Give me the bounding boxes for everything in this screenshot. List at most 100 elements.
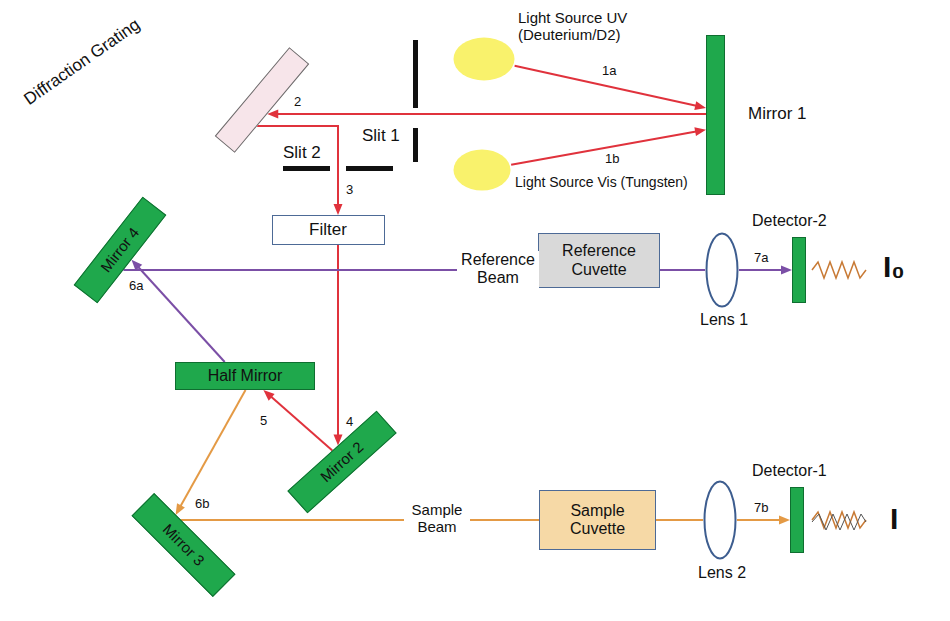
light-beam — [739, 266, 792, 275]
light-beam — [176, 390, 246, 515]
beam-label: 3 — [344, 183, 355, 198]
arrowhead — [263, 390, 274, 401]
arrowhead — [779, 516, 790, 525]
component-label: Lens 2 — [698, 564, 746, 582]
arrowhead — [176, 503, 185, 515]
component-label: Detector-2 — [752, 212, 827, 230]
lens: Lens 1 — [705, 232, 739, 308]
light-beam — [257, 126, 342, 215]
sample-cuvette-shape: Sample Cuvette — [539, 490, 656, 550]
component-label: Light Source UV (Deuterium/D2) — [518, 9, 648, 44]
beam-line — [271, 397, 332, 451]
beam-label: 6a — [127, 279, 145, 294]
component-label: Mirror 1 — [748, 104, 807, 124]
beam-line — [180, 390, 245, 506]
beam-label: 7b — [752, 501, 770, 516]
beam-line — [337, 245, 339, 435]
signal-name: I — [890, 502, 898, 537]
detector-shape — [792, 237, 806, 303]
filter-box: Filter — [272, 215, 385, 245]
mirror-shape — [706, 35, 725, 195]
light-source-outline — [452, 36, 516, 82]
lens: Lens 2 — [703, 480, 737, 560]
light-beam — [131, 260, 224, 362]
beam-line — [257, 126, 338, 205]
component-label: Light Source Vis (Tungsten) — [515, 174, 688, 190]
lens-ellipse — [705, 482, 736, 559]
slit-bar — [413, 128, 418, 162]
beam-label: Reference Beam — [457, 251, 539, 288]
component-label: Diffraction Grating — [20, 15, 143, 109]
lens-ellipse — [707, 234, 738, 307]
mirror: Mirror 3 — [126, 529, 241, 561]
detector: Detector-1 — [790, 487, 803, 553]
half-mirror: Half Mirror — [175, 362, 315, 390]
sample-cuvette: Sample Cuvette — [539, 490, 656, 550]
arrowhead — [781, 266, 792, 275]
lens-shape — [705, 232, 739, 308]
component-label: Sample Cuvette — [546, 502, 649, 539]
light-source: Light Source UV (Deuterium/D2) — [452, 36, 516, 82]
component-label: Detector-1 — [752, 462, 827, 480]
beam-label: 2 — [292, 95, 303, 110]
mirror: Mirror 4 — [64, 235, 176, 265]
light-beam — [660, 270, 705, 271]
arrowhead — [694, 101, 706, 110]
slit-label: Slit 2 — [283, 143, 321, 163]
signal-wave — [812, 262, 866, 278]
light-beam — [656, 520, 703, 521]
mirror: Mirror 2 — [282, 447, 402, 477]
beam-line — [660, 269, 705, 271]
reference-cuvette-shape: Reference Cuvette — [538, 233, 660, 288]
beam-line — [737, 519, 780, 521]
signal-name: I₀ — [883, 250, 905, 285]
component-label: Mirror 2 — [317, 438, 367, 485]
beam-line — [739, 269, 782, 271]
light-beam — [181, 520, 539, 521]
mirror-shape: Mirror 3 — [131, 493, 235, 597]
light-beam — [334, 245, 343, 445]
beam-label: Sample Beam — [404, 501, 470, 536]
detector: Detector-2 — [792, 237, 805, 303]
slit-bar — [413, 40, 418, 108]
light-beam — [737, 516, 790, 525]
light-source-shape — [452, 148, 512, 192]
signal-wave — [812, 514, 866, 530]
component-label: Lens 1 — [700, 311, 748, 329]
mirror-shape: Mirror 2 — [287, 411, 396, 514]
beam-label: 5 — [258, 414, 269, 429]
light-source: Light Source Vis (Tungsten) — [452, 148, 512, 192]
lens-shape — [703, 480, 737, 560]
slit-label: Slit 1 — [362, 126, 400, 146]
lens-outline — [703, 480, 737, 560]
beam-line — [138, 267, 224, 362]
slit-bar — [283, 166, 330, 171]
detector-shape — [790, 487, 804, 553]
reference-cuvette: Reference Cuvette — [538, 233, 660, 288]
component-label: Half Mirror — [208, 367, 283, 385]
slit-bar — [346, 166, 393, 171]
lens-outline — [705, 232, 739, 308]
beam-label: 6b — [193, 497, 211, 512]
filter-box-shape: Filter — [272, 215, 385, 245]
arrowhead — [334, 204, 343, 215]
component-label: Reference Cuvette — [545, 242, 653, 279]
component-label: Mirror 4 — [97, 224, 142, 275]
beam-line — [181, 519, 539, 521]
light-source-shape — [452, 36, 516, 82]
beam-label: 1a — [600, 64, 618, 79]
component-label: Filter — [309, 220, 347, 240]
beam-label: 1b — [603, 152, 621, 167]
component-label: Mirror 3 — [159, 521, 208, 570]
mirror-shape: Mirror 4 — [74, 197, 167, 304]
light-beam — [267, 110, 706, 119]
arrowhead — [694, 127, 706, 136]
light-source-ellipse — [454, 150, 511, 191]
light-source-outline — [452, 148, 512, 192]
half-mirror-shape: Half Mirror — [175, 362, 315, 390]
beam-line — [656, 519, 703, 521]
